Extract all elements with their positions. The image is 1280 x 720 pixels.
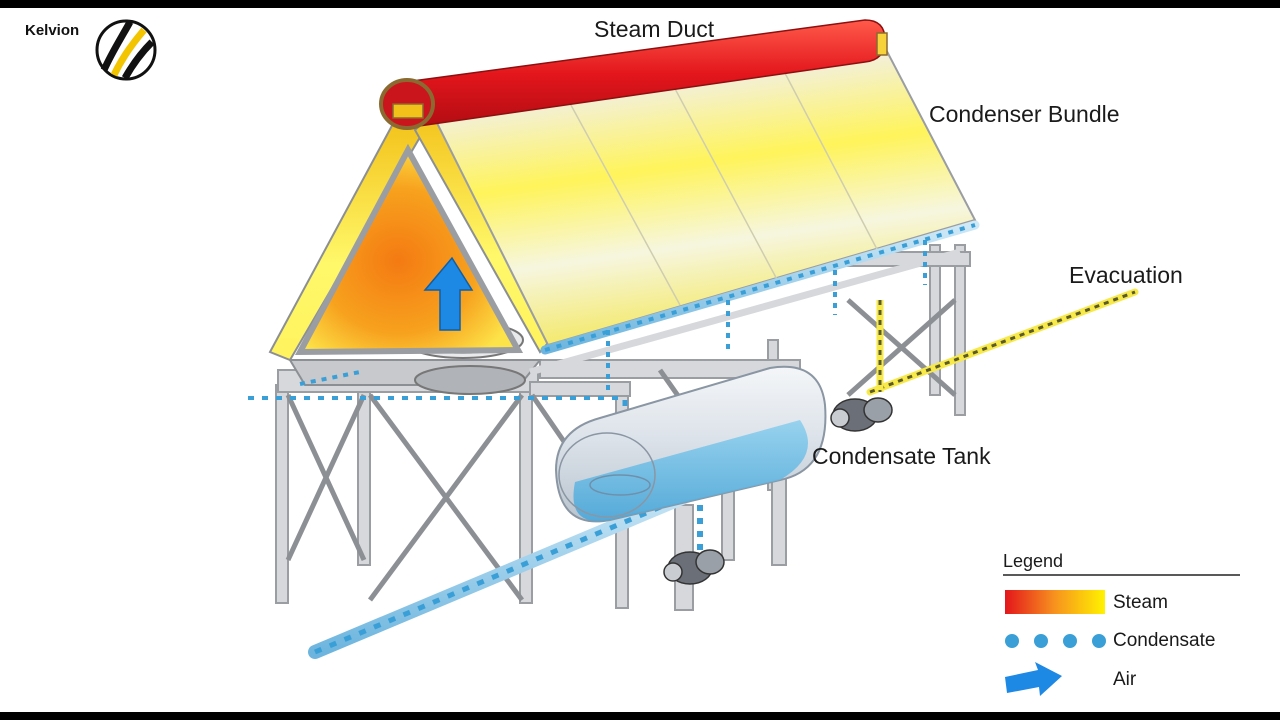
condensate-tank [554,365,827,523]
legend-item-steam: Steam [1113,592,1168,613]
legend-item-air: Air [1113,669,1137,690]
condensate-dots-icon [1005,634,1106,648]
condenser-end-face [268,110,557,362]
condenser-bundle-label: Condenser Bundle [929,101,1120,127]
brand-name: Kelvion [25,22,80,39]
evacuation-label: Evacuation [1069,262,1183,288]
steam-duct-label: Steam Duct [594,16,715,42]
kelvion-logo-icon [95,19,157,81]
top-letterbox-bar [0,0,1280,8]
condensate-tank-label: Condensate Tank [812,443,991,469]
legend-title: Legend [1003,551,1064,571]
air-arrow-icon [1005,662,1062,696]
condensate-pump-icon [663,549,725,585]
legend-item-condensate: Condensate [1113,630,1216,651]
air-flow-arrow-icon [423,256,474,331]
condensate-collector-pipe [243,220,980,490]
vacuum-pump-icon [830,397,893,432]
steam-duct [379,19,888,130]
bottom-letterbox-bar [0,712,1280,720]
legend-box [1003,574,1240,696]
steam-gradient-swatch-icon [1005,590,1105,614]
evacuation-line [866,288,1139,396]
